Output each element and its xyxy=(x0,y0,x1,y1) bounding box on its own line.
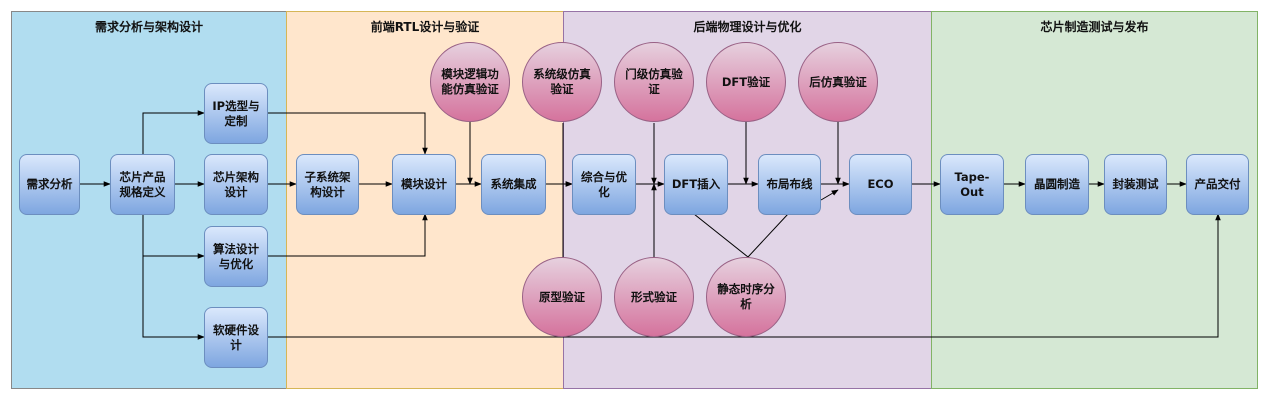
node-hw-sw-design[interactable]: 软硬件设计 xyxy=(204,307,268,368)
lane-title-frontend: 前端RTL设计与验证 xyxy=(370,20,480,34)
node-algorithm-design[interactable]: 算法设计与优化 xyxy=(204,226,268,287)
edge-sta-dft xyxy=(693,213,749,258)
check-system-simulation[interactable]: 系统级仿真验证 xyxy=(522,42,602,122)
node-place-route[interactable]: 布局布线 xyxy=(758,154,821,215)
node-wafer-fab[interactable]: 晶圆制造 xyxy=(1025,154,1089,215)
lane-title-manufacturing: 芯片制造测试与发布 xyxy=(1040,20,1149,34)
node-tape-out[interactable]: Tape-Out xyxy=(940,154,1004,215)
edge-pr-bottom-eco xyxy=(820,189,839,201)
edge-spec-ip xyxy=(142,110,205,154)
node-dft-insertion[interactable]: DFT插入 xyxy=(664,154,728,215)
node-product-delivery[interactable]: 产品交付 xyxy=(1186,154,1249,215)
check-prototype[interactable]: 原型验证 xyxy=(522,257,602,337)
check-dft-verification[interactable]: DFT验证 xyxy=(706,42,786,122)
edge-spec-algo xyxy=(142,214,205,259)
edge-spec-hwsw xyxy=(142,256,205,340)
check-gate-simulation[interactable]: 门级仿真验证 xyxy=(614,42,694,122)
check-module-simulation[interactable]: 模块逻辑功能仿真验证 xyxy=(430,42,510,122)
node-synthesis[interactable]: 综合与优化 xyxy=(572,154,636,215)
node-chip-spec[interactable]: 芯片产品规格定义 xyxy=(110,154,175,215)
node-ip-selection[interactable]: IP选型与定制 xyxy=(204,83,268,144)
lane-title-requirements: 需求分析与架构设计 xyxy=(94,20,203,34)
node-chip-architecture[interactable]: 芯片架构设计 xyxy=(204,154,268,215)
lane-title-backend: 后端物理设计与优化 xyxy=(693,20,802,34)
node-eco[interactable]: ECO xyxy=(849,154,912,215)
edge-ip-module xyxy=(268,112,428,155)
node-requirement-analysis[interactable]: 需求分析 xyxy=(19,154,80,215)
node-subsystem-architecture[interactable]: 子系统架构设计 xyxy=(296,154,359,215)
node-system-integration[interactable]: 系统集成 xyxy=(481,154,546,215)
edge-hwsw-delivery xyxy=(268,213,1221,338)
check-formal-verification[interactable]: 形式验证 xyxy=(614,257,694,337)
check-post-simulation[interactable]: 后仿真验证 xyxy=(798,42,878,122)
edge-algo-module xyxy=(268,213,428,257)
edge-sta-pr xyxy=(747,213,789,258)
check-static-timing[interactable]: 静态时序分析 xyxy=(706,257,786,337)
node-module-design[interactable]: 模块设计 xyxy=(392,154,456,215)
node-package-test[interactable]: 封装测试 xyxy=(1104,154,1167,215)
